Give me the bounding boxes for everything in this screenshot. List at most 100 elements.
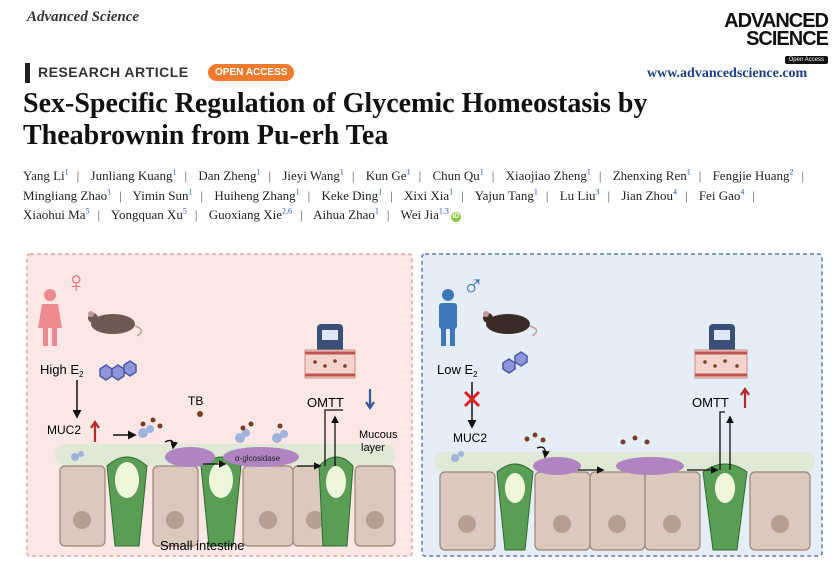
journal-logo[interactable]: ADVANCED SCIENCE Open Access	[688, 10, 829, 66]
author[interactable]: Huiheng Zhang1	[214, 187, 300, 202]
author-name: Junliang Kuang	[90, 168, 173, 184]
author-separator: |	[97, 206, 101, 222]
author[interactable]: Lu Liu3	[560, 187, 600, 202]
author-name: Yajun Tang	[474, 187, 534, 203]
author-separator: |	[386, 206, 390, 222]
male-enzyme-blob	[533, 457, 581, 475]
article-type: RESEARCH ARTICLE	[38, 64, 189, 80]
author[interactable]: Yongquan Xu5	[111, 207, 187, 222]
orcid-icon[interactable]: iD	[450, 211, 461, 222]
author-separator: |	[598, 168, 602, 184]
logo-open-access: Open Access	[784, 56, 828, 64]
author[interactable]: Junliang Kuang1	[91, 168, 177, 183]
author-name: Yimin Sun	[132, 187, 189, 203]
journal-name: Advanced Science	[27, 9, 140, 25]
author-separator: |	[752, 187, 755, 203]
author-separator: |	[461, 187, 464, 203]
male-estrogen-label: Low E2	[437, 362, 478, 379]
author-affiliation: 4	[672, 187, 677, 197]
author[interactable]: Guoxiang Xie2,6	[209, 207, 292, 222]
author-affiliation: 1	[686, 168, 691, 177]
enzyme-label: α-glcosidase	[235, 454, 281, 463]
muc2-up-arrow	[90, 420, 100, 442]
logo-line1: ADVANCED	[724, 10, 829, 32]
estradiol-structure-icon	[99, 360, 137, 381]
author[interactable]: Yang Li1	[23, 168, 69, 183]
author[interactable]: Jieyi Wang1	[282, 168, 344, 183]
author-separator: |	[194, 206, 198, 222]
logo-line2: SCIENCE	[746, 28, 829, 50]
author-name: Xixi Xia	[404, 187, 450, 203]
author-name: Keke Ding	[321, 187, 379, 203]
author[interactable]: Xiaohui Ma5	[23, 207, 89, 222]
male-symbol: ♂	[462, 270, 485, 303]
author-affiliation: 1	[533, 187, 538, 197]
author-name: Xiaohui Ma	[23, 206, 86, 222]
author-affiliation: 1	[586, 168, 591, 177]
male-estradiol-icon	[502, 351, 528, 374]
enzyme-blob-labeled	[223, 447, 299, 467]
author[interactable]: Xiaojiao Zheng1	[506, 168, 591, 183]
author[interactable]: Keke Ding1	[321, 187, 382, 203]
graphical-abstract: ♀ High E2 MUC2 TB	[26, 253, 823, 557]
author-affiliation: 1	[172, 168, 177, 177]
author-affiliation: 1	[449, 187, 454, 197]
author-affiliation: 2,6	[282, 206, 293, 216]
author[interactable]: Jian Zhou4	[621, 187, 677, 202]
blocked-cross-icon	[463, 390, 481, 408]
author[interactable]: Wei Jia1,3iD	[401, 207, 461, 222]
author[interactable]: Mingliang Zhao1	[23, 187, 111, 202]
open-access-badge[interactable]: OPEN ACCESS	[208, 64, 295, 81]
author[interactable]: Zhenxing Ren1	[613, 168, 691, 183]
author-separator: |	[184, 168, 188, 184]
male-epithelium	[439, 463, 811, 551]
female-omtt-label: OMTT	[307, 395, 344, 410]
author-separator: |	[268, 168, 272, 184]
author-affiliation: 1	[64, 168, 69, 177]
author-affiliation: 1	[188, 187, 193, 197]
male-mouse-icon	[483, 311, 538, 337]
man-icon	[439, 289, 457, 346]
author-name: Yang Li	[23, 168, 65, 184]
author-separator: |	[545, 187, 549, 203]
author-name: Jieyi Wang	[282, 168, 340, 184]
author-affiliation: 1,3	[438, 206, 449, 216]
author-separator: |	[684, 187, 688, 203]
author[interactable]: Fei Gao4	[698, 187, 745, 203]
author-affiliation: 1	[479, 168, 484, 177]
author[interactable]: Yajun Tang1	[474, 187, 538, 203]
author-affiliation: 4	[740, 187, 745, 197]
author-name: Dan Zheng	[198, 168, 257, 184]
mucous-label-line1: Mucous	[359, 429, 398, 441]
author-name: Zhenxing Ren	[612, 168, 687, 184]
male-tb-particles	[524, 432, 650, 445]
journal-website-link[interactable]: www.advancedscience.com	[647, 66, 808, 81]
author-affiliation: 1	[339, 168, 344, 177]
author-affiliation: 1	[406, 168, 411, 177]
author-name: Chun Qu	[432, 168, 480, 184]
author-name: Guoxiang Xie	[208, 206, 283, 222]
author[interactable]: Dan Zheng1	[198, 168, 260, 183]
author[interactable]: Aihua Zhao1	[313, 207, 379, 222]
author-separator: |	[300, 206, 303, 222]
male-enzyme-blob-2	[616, 457, 684, 475]
author-affiliation: 3	[595, 187, 600, 197]
female-glucose-meter-icon	[304, 324, 356, 379]
author[interactable]: Fengjie Huang2	[713, 168, 794, 183]
author-separator: |	[698, 168, 702, 184]
author-affiliation: 1	[374, 206, 379, 216]
author[interactable]: Chun Qu1	[432, 168, 483, 183]
author[interactable]: Kun Ge1	[366, 168, 411, 183]
mouse-icon	[88, 311, 143, 337]
author-name: Xiaojiao Zheng	[505, 168, 587, 184]
author-separator: |	[76, 168, 80, 184]
author-affiliation: 1	[295, 187, 300, 197]
author[interactable]: Xixi Xia1	[404, 187, 454, 203]
male-omtt-label: OMTT	[692, 395, 729, 410]
author-separator: |	[307, 187, 311, 203]
author-separator: |	[801, 168, 805, 184]
author-name: Fei Gao	[698, 187, 741, 203]
author-name: Kun Ge	[365, 168, 407, 184]
female-muc2-label: MUC2	[47, 423, 81, 437]
author[interactable]: Yimin Sun1	[132, 187, 193, 203]
